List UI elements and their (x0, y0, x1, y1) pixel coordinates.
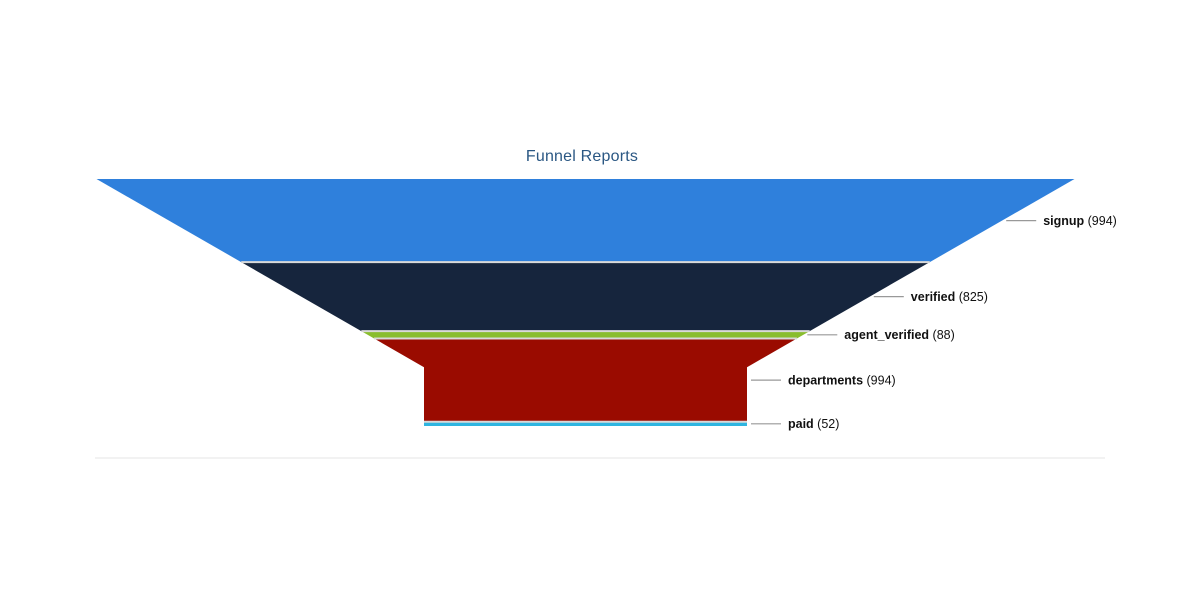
stage-label-count: (994) (1084, 214, 1117, 228)
stage-label-verified: verified (825) (911, 290, 988, 304)
stage-label-name: departments (788, 374, 863, 388)
funnel-segment-agent_verified[interactable] (361, 331, 810, 339)
stage-label-count: (52) (814, 417, 840, 431)
stage-label-name: agent_verified (844, 328, 929, 342)
stage-label-count: (825) (955, 290, 988, 304)
stage-label-count: (88) (929, 328, 955, 342)
chart-title: Funnel Reports (525, 148, 639, 165)
funnel-segment-signup[interactable] (96, 179, 1075, 263)
stage-label-paid: paid (52) (788, 417, 839, 431)
stage-label-name: paid (788, 417, 814, 431)
funnel-segment-paid[interactable] (424, 421, 747, 426)
funnel-segment-verified[interactable] (241, 262, 930, 332)
stage-label-signup: signup (994) (1043, 214, 1117, 228)
stage-label-departments: departments (994) (788, 374, 896, 388)
funnel-segment-departments[interactable] (374, 338, 797, 422)
stage-label-count: (994) (863, 374, 896, 388)
stage-label-name: signup (1043, 214, 1084, 228)
stage-label-agent_verified: agent_verified (88) (844, 328, 954, 342)
stage-label-name: verified (911, 290, 955, 304)
